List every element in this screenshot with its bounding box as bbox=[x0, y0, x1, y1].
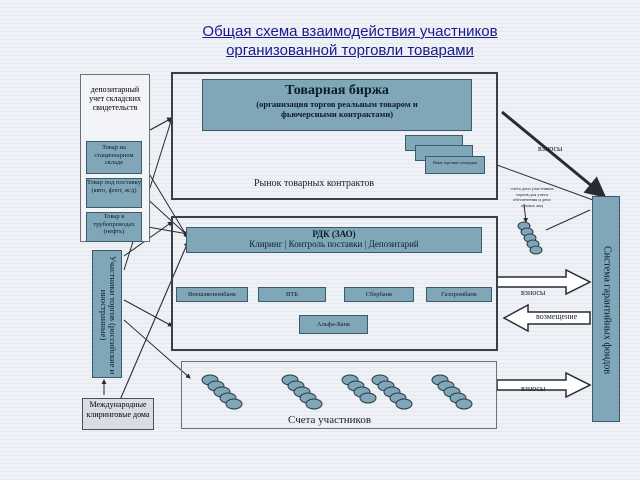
accounts-frame bbox=[181, 361, 497, 429]
exchange-box: Товарная биржа (организация торгов реаль… bbox=[202, 79, 472, 131]
participants-box: Участники торгов (российские и иностранн… bbox=[92, 250, 122, 378]
exchange-title: Товарная биржа bbox=[285, 83, 389, 98]
bank-gazprombank: Газпромбанк bbox=[426, 287, 492, 302]
label-vznosy-1: взносы bbox=[538, 144, 563, 153]
account-cylinders bbox=[201, 374, 473, 410]
bank-sberbank: Сбербанк bbox=[344, 287, 414, 302]
arrow-exchange-fund bbox=[496, 164, 605, 205]
intl-clearing-box: Международные клиринговые дома bbox=[82, 398, 154, 430]
account-note: счета депо участников торгов для учета о… bbox=[510, 186, 554, 208]
depository-text: депозитарный учет складских свидетельств bbox=[89, 85, 141, 112]
rdk-subtitle: Клиринг | Контроль поставки | Депозитари… bbox=[249, 239, 419, 249]
bank-veb: Внешэкономбанк bbox=[176, 287, 248, 302]
guarantee-fund-label: Система гарантийных фондов bbox=[601, 245, 613, 375]
arrow-note-cylinders bbox=[523, 203, 529, 223]
arrow-vznosy-2 bbox=[496, 268, 592, 296]
title-line-2: организованной торговли товарами bbox=[226, 42, 474, 59]
title-line-1: Общая схема взаимодействия участников bbox=[202, 23, 498, 40]
mini-platform-3: Иные торговые площадки bbox=[425, 156, 485, 174]
rdk-frame bbox=[171, 216, 498, 351]
label-vozmeschenie: возмещение bbox=[536, 312, 578, 321]
market-label: Рынок товарных контрактов bbox=[254, 178, 375, 189]
accounts-label: Счета участников bbox=[288, 414, 372, 426]
exchange-frame bbox=[171, 72, 498, 200]
arrow-vznosy-1 bbox=[501, 110, 607, 198]
label-vznosy-3: взносы bbox=[521, 384, 546, 393]
arrow-part-banks bbox=[123, 299, 173, 327]
guarantee-fund-box: Система гарантийных фондов bbox=[592, 196, 620, 422]
diagram-title: Общая схема взаимодействия участников ор… bbox=[150, 22, 550, 60]
depo-item-pipeline: Товар в трубопроводах (нефть) bbox=[86, 212, 142, 242]
depo-cylinders bbox=[517, 221, 543, 255]
arrow-part-accounts bbox=[123, 319, 191, 379]
depo-item-delivery: Товар под поставку (авто, флот, ж/д) bbox=[86, 178, 142, 208]
arrow-vznosy-3 bbox=[496, 371, 592, 399]
arrow-depo-exchange bbox=[149, 117, 174, 131]
line-cylinders-fund bbox=[545, 209, 591, 231]
rdk-title: РДК (ЗАО) bbox=[312, 229, 356, 239]
label-vznosy-2: взносы bbox=[521, 288, 546, 297]
rdk-box: РДК (ЗАО) Клиринг | Контроль поставки | … bbox=[186, 227, 482, 253]
arrow-vozmeschenie bbox=[502, 303, 591, 333]
bank-vtb: ВТБ bbox=[258, 287, 326, 302]
participants-label: Участники торгов (российские и иностранн… bbox=[99, 255, 118, 375]
depo-item-stationary: Товар на стационарном складе bbox=[86, 141, 142, 174]
arrow-intl-rdk bbox=[119, 240, 189, 401]
bank-alfabank: Альфа-Банк bbox=[299, 315, 368, 334]
exchange-subtitle: (организация торгов реальным товаром и ф… bbox=[256, 99, 418, 119]
